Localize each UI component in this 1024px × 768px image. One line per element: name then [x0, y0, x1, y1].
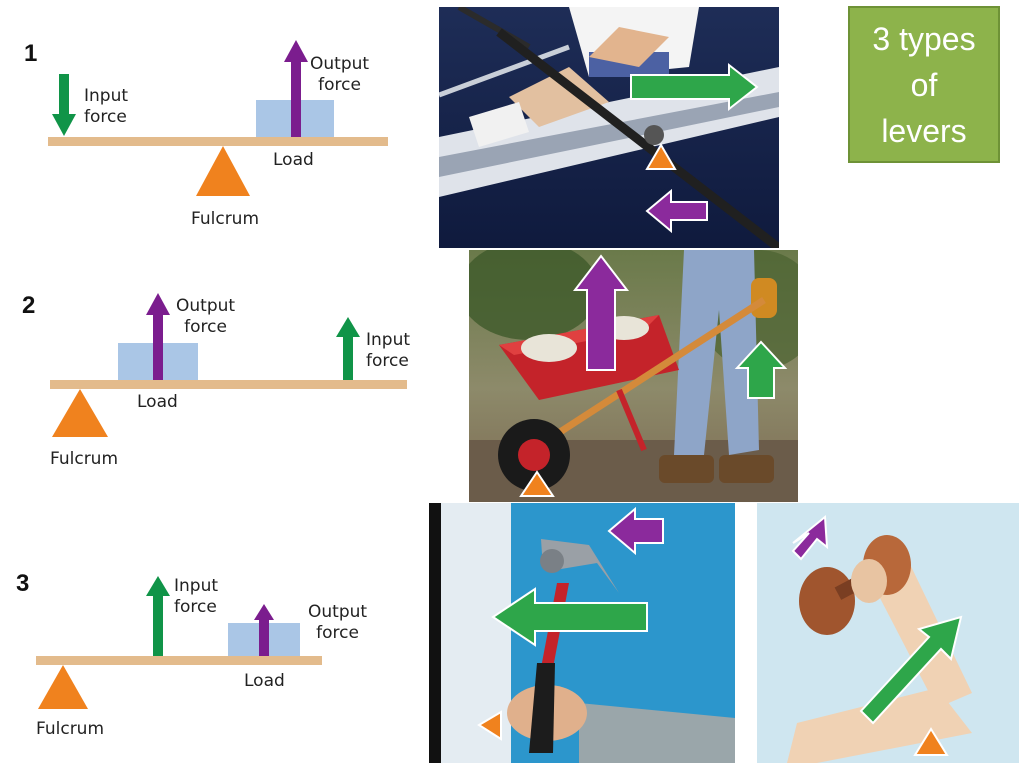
fulcrum-triangle-icon [38, 665, 88, 709]
input-arrow-up-icon [146, 576, 170, 656]
lever-3-load-label: Load [244, 671, 285, 691]
output-arrow-left-icon [607, 506, 664, 556]
lever-3-diagram: 3 Input force Output force Load Fulcrum [0, 500, 420, 768]
output-arrow-up-left-icon [791, 515, 829, 561]
output-arrow-up-icon [572, 254, 630, 371]
input-arrow-right-icon [630, 62, 759, 112]
lever-1-number: 1 [24, 40, 38, 67]
fulcrum-triangle-icon [913, 727, 949, 756]
lever-3-beam [36, 656, 322, 665]
title-line-3: levers [881, 112, 967, 149]
title-line-2: of [910, 66, 938, 103]
lever-2-load-label: Load [137, 392, 178, 412]
lever-3-fulcrum-label: Fulcrum [36, 719, 105, 739]
lever-3-output-label: Output force [308, 602, 368, 643]
output-arrow-up-icon [284, 40, 308, 137]
lever-1-output-label: Output force [310, 54, 370, 95]
dumbbell-photo [757, 503, 1019, 763]
lever-3-input-label: Input force [174, 576, 219, 617]
title-box: 3 types of levers [848, 6, 1000, 163]
lever-1-diagram: 1 Input force Output force Load Fulcrum [0, 0, 420, 250]
lever-2-diagram: 2 Output force Input force Load Fulcrum [0, 250, 440, 500]
lever-2-fulcrum-label: Fulcrum [50, 449, 119, 469]
input-arrow-up-icon [734, 340, 788, 399]
input-arrow-up-icon [336, 317, 360, 380]
output-arrow-up-icon [254, 604, 274, 656]
input-arrow-down-icon [52, 74, 76, 136]
lever-1-load-label: Load [273, 150, 314, 170]
fulcrum-triangle-icon [52, 389, 108, 437]
fulcrum-triangle-icon [645, 143, 677, 170]
wheelbarrow-photo [469, 250, 798, 502]
hammer-photo [429, 503, 735, 763]
input-arrow-up-right-icon [859, 615, 963, 725]
lever-2-input-label: Input force [366, 330, 411, 371]
lever-1-input-label: Input force [84, 86, 129, 127]
output-arrow-left-icon [645, 188, 708, 234]
title-line-1: 3 types [872, 20, 976, 57]
lever-3-number: 3 [16, 570, 30, 597]
output-arrow-up-icon [146, 293, 170, 380]
fulcrum-triangle-icon [519, 470, 555, 497]
rowing-photo [439, 7, 779, 248]
lever-2-beam [50, 380, 407, 389]
lever-2-output-label: Output force [176, 296, 236, 337]
lever-1-beam [48, 137, 388, 146]
lever-1-fulcrum-label: Fulcrum [191, 209, 260, 229]
fulcrum-triangle-icon [196, 146, 250, 196]
input-arrow-left-icon [491, 587, 648, 647]
fulcrum-triangle-icon [477, 710, 502, 741]
lever-2-number: 2 [22, 292, 36, 319]
